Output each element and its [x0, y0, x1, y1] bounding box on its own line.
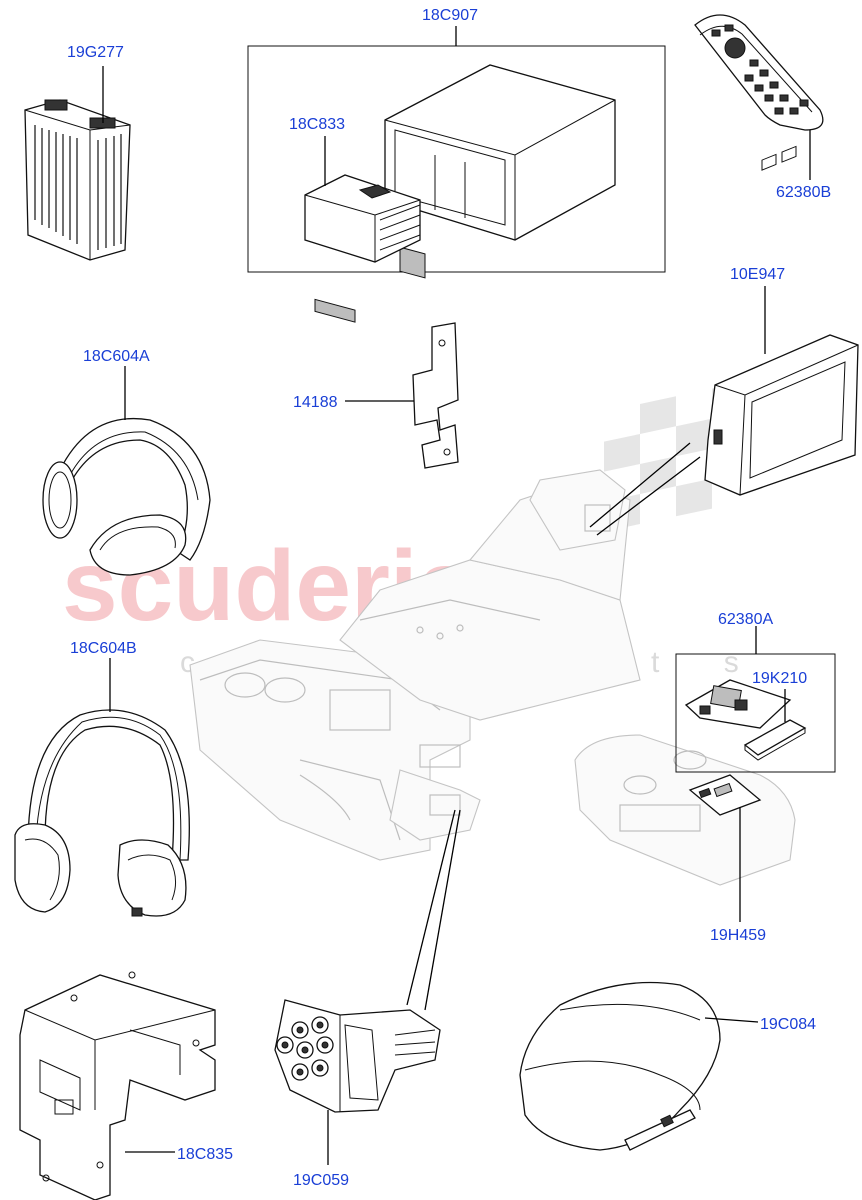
- label-19C084: 19C084: [760, 1016, 816, 1033]
- label-18C604B: 18C604B: [70, 640, 137, 657]
- label-14188: 14188: [293, 394, 338, 411]
- label-62380A: 62380A: [718, 611, 773, 628]
- screen-10E947: [704, 145, 859, 496]
- leader-10E947-b: [596, 456, 701, 536]
- control-panel-62380A: [684, 679, 792, 729]
- headrest-screen-ghost: [584, 504, 611, 532]
- label-19H459: 19H459: [710, 927, 766, 944]
- ghost-seat-assembly: [189, 469, 641, 861]
- label-18C833: 18C833: [289, 116, 345, 133]
- cd-changer-unit: [384, 64, 616, 279]
- headphones-18C604A: [42, 418, 211, 576]
- label-10E947: 10E947: [730, 266, 785, 283]
- remote-62380B: [694, 14, 824, 131]
- group-62380A: [675, 653, 836, 773]
- part-labels: 19G277 18C907 18C833 62380B 10E947 18C60…: [67, 7, 831, 1189]
- group-18C907: [247, 45, 666, 323]
- headphones-18C604B: [14, 709, 190, 917]
- leader-10E947-a: [589, 442, 691, 528]
- insert-19K210: [743, 719, 807, 761]
- bracket-18C835: [19, 971, 216, 1200]
- case-19C084: [519, 981, 721, 1151]
- label-62380B: 62380B: [776, 184, 831, 201]
- leader-lines: [102, 26, 811, 1165]
- cd-magazine: [304, 174, 421, 323]
- leader-19C059-b: [424, 809, 461, 1011]
- module-19G277: [24, 99, 131, 261]
- leader-19C084: [704, 1017, 759, 1023]
- label-18C604A: 18C604A: [83, 348, 150, 365]
- leader-19C059-a: [406, 809, 456, 1006]
- label-19G277: 19G277: [67, 44, 124, 61]
- label-18C835: 18C835: [177, 1146, 233, 1163]
- connector-19C059: [274, 999, 441, 1113]
- label-18C907: 18C907: [422, 7, 478, 24]
- rear-control-panel: [688, 774, 762, 816]
- bracket-14188: [412, 322, 459, 469]
- label-19C059: 19C059: [293, 1172, 349, 1189]
- label-19K210: 19K210: [752, 670, 807, 687]
